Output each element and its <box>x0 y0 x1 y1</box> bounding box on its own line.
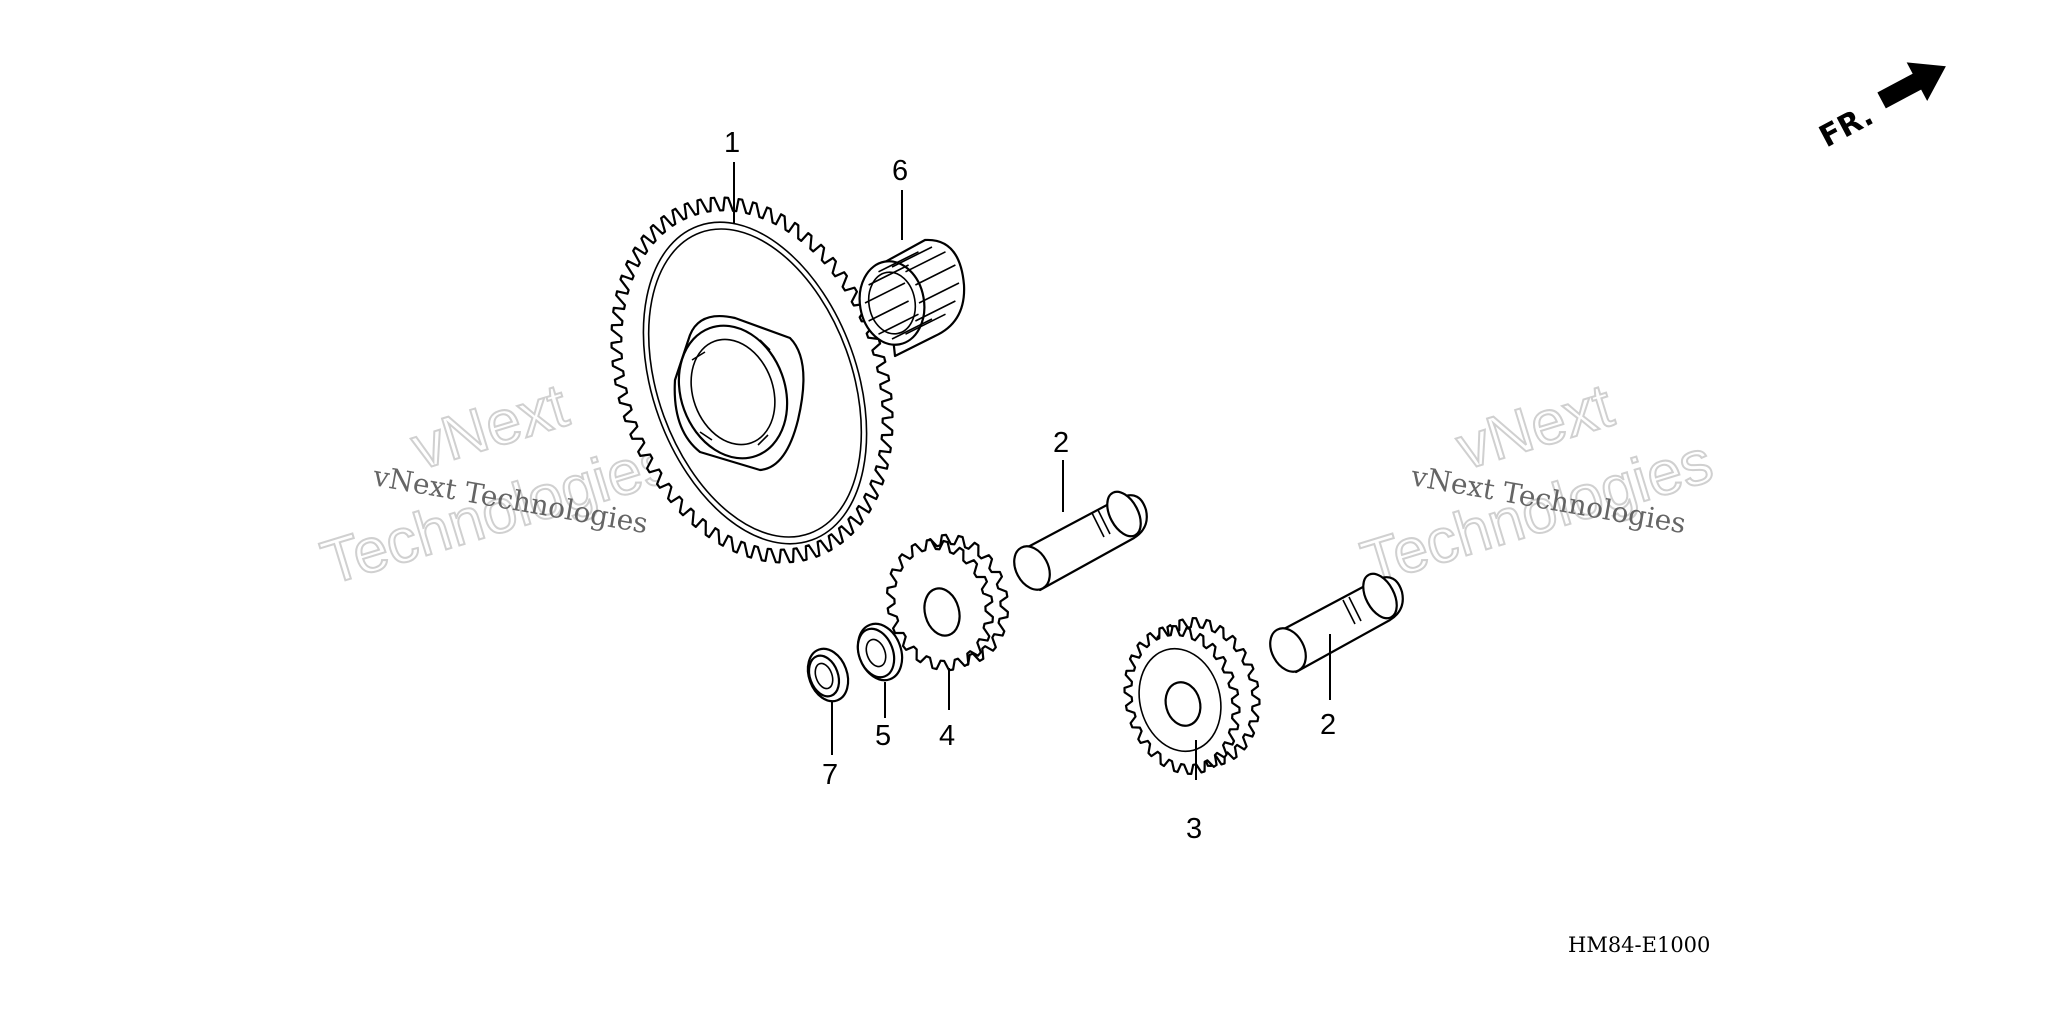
part-4-spur-gear <box>886 533 1009 672</box>
callout-1: 1 <box>724 127 740 159</box>
part-2-shaft-upper <box>1013 490 1148 592</box>
part-1-large-gear <box>610 196 894 564</box>
front-direction-indicator: FR. <box>1814 62 1946 155</box>
part-2-shaft-lower <box>1269 572 1404 674</box>
callout-6: 6 <box>892 155 908 187</box>
drawing-code: HM84-E1000 <box>1568 933 1710 957</box>
callout-7: 7 <box>822 759 838 791</box>
callout-2-lower: 2 <box>1320 709 1336 741</box>
callout-5: 5 <box>875 720 891 752</box>
callout-2-upper: 2 <box>1053 427 1069 459</box>
part-3-spur-gear <box>1123 617 1261 775</box>
callout-4: 4 <box>939 720 955 752</box>
front-direction-label: FR. <box>1814 98 1879 155</box>
part-7-snap-ring <box>806 647 850 703</box>
leader-lines <box>733 162 1331 780</box>
callout-3: 3 <box>1186 813 1202 845</box>
front-arrow-icon <box>1877 62 1946 109</box>
part-6-needle-bearing <box>858 238 966 358</box>
part-5-washer <box>856 622 904 682</box>
